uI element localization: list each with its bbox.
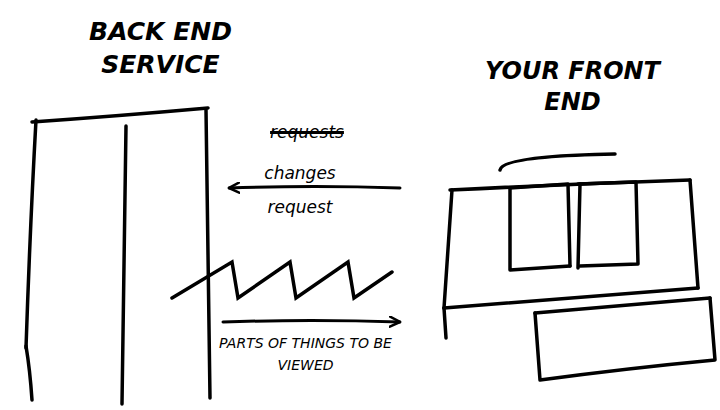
arrow-label: PARTS OF THINGS TO BE VIEWED [218, 332, 393, 376]
request-arrow [223, 321, 400, 323]
monitor-outline [440, 148, 718, 393]
request-arrow [229, 187, 400, 189]
computer-box: YOUR FRONT END [440, 148, 718, 393]
node-heading: BACK END SERVICE [73, 16, 248, 81]
struck-note: requests [262, 122, 352, 142]
node-heading: YOUR FRONT END [455, 56, 690, 118]
arrow-label: changes request [240, 156, 360, 224]
server-outline [18, 108, 213, 406]
server-box: BACK END SERVICE [18, 108, 213, 406]
